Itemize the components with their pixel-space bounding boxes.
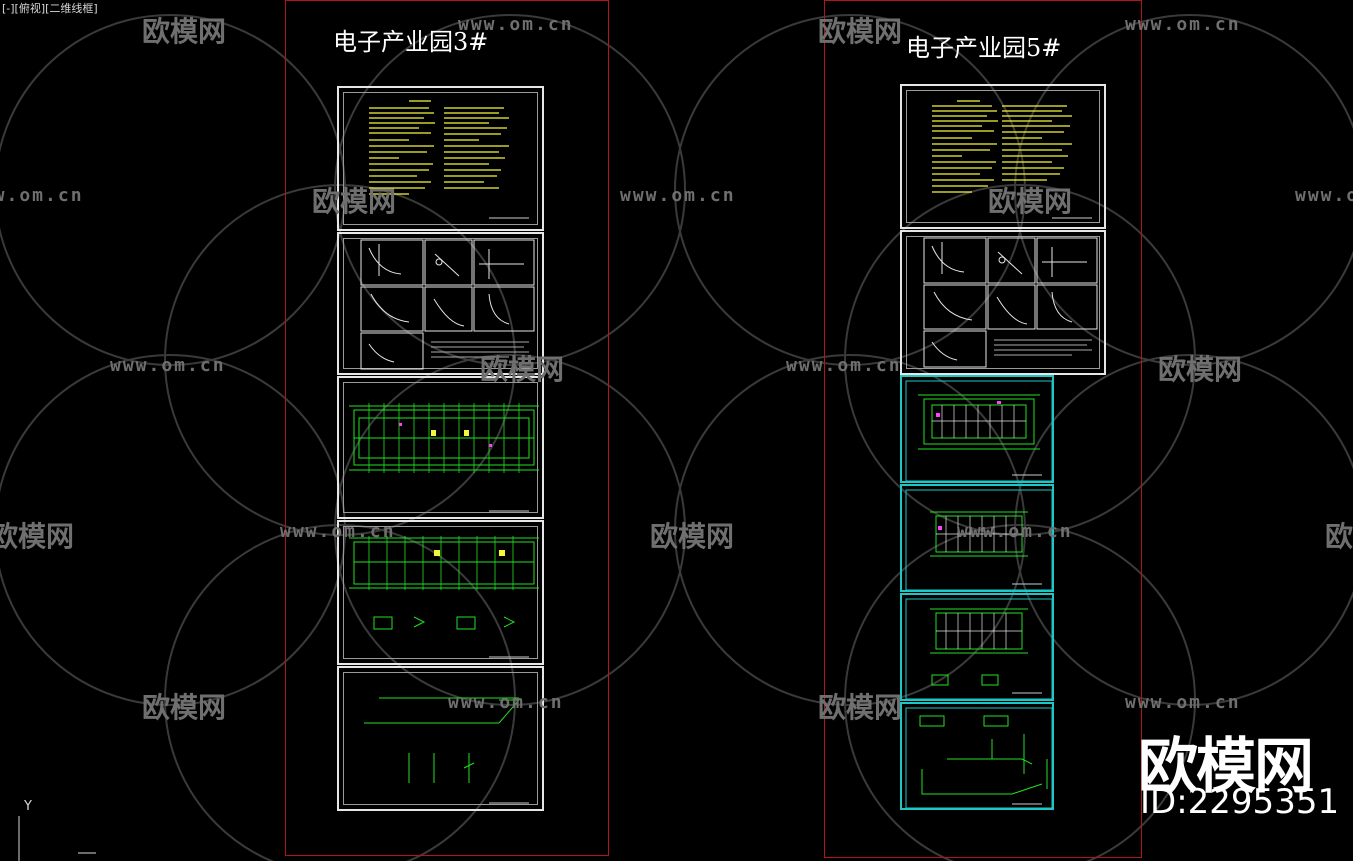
sheet-details-3[interactable] xyxy=(337,232,544,375)
frame-building-3 xyxy=(285,0,609,856)
sheet-floor-plan-3a[interactable] xyxy=(337,376,544,519)
watermark-url-1: www.om.cn xyxy=(458,14,574,35)
watermark-brand-1: 欧模网 xyxy=(142,15,227,48)
watermark-url-4: www.om.cn xyxy=(620,185,736,206)
sheet-floor-plan-3b[interactable] xyxy=(337,520,544,665)
watermark-url-5: www.om.cn xyxy=(1295,185,1353,206)
watermark-brand-6: 欧模网 xyxy=(1158,353,1243,386)
watermark-url-7: www.om.cn xyxy=(786,355,902,376)
watermark-url-3: www.om.cn xyxy=(0,185,84,206)
watermark-brand-2: 欧模网 xyxy=(818,15,903,48)
watermark-url-6: www.om.cn xyxy=(110,355,226,376)
sheet-design-notes-3[interactable] xyxy=(337,86,544,231)
watermark-url-2: www.om.cn xyxy=(1125,14,1241,35)
ucs-y-label: Y xyxy=(24,799,32,814)
sheet-system-diagram-5[interactable] xyxy=(900,702,1054,810)
sheet-details-5[interactable] xyxy=(900,230,1106,375)
watermark-brand-11: 欧模网 xyxy=(818,691,903,724)
watermark-url-11: www.om.cn xyxy=(1125,692,1241,713)
frame-building-5 xyxy=(824,0,1142,858)
ucs-axis-icon xyxy=(18,816,96,861)
watermark-brand-large: 欧模网 xyxy=(1138,732,1314,802)
watermark-brand-7: 欧模网 xyxy=(0,520,75,553)
watermark-brand-8: 欧模网 xyxy=(650,520,735,553)
sheet-floor-plan-5a[interactable] xyxy=(900,375,1054,483)
frame-title-3: 电子产业园3# xyxy=(333,28,489,56)
watermark-brand-4: 欧模网 xyxy=(988,185,1073,218)
viewport-controls-label[interactable]: [-][俯视][二维线框] xyxy=(2,2,98,15)
sheet-floor-plan-5b[interactable] xyxy=(900,484,1054,592)
sheet-system-diagram-3[interactable] xyxy=(337,666,544,811)
sheet-floor-plan-5c[interactable] xyxy=(900,593,1054,701)
frame-title-5: 电子产业园5# xyxy=(906,34,1062,62)
watermark-brand-10: 欧模网 xyxy=(142,691,227,724)
sheet-design-notes-5[interactable] xyxy=(900,84,1106,229)
watermark-url-10: www.om.cn xyxy=(448,692,564,713)
watermark-brand-9: 欧模网 xyxy=(1325,520,1353,553)
watermark-url-8: www.om.cn xyxy=(280,521,396,542)
watermark-brand-5: 欧模网 xyxy=(480,353,565,386)
watermark-url-9: www.om.cn xyxy=(957,521,1073,542)
watermark-id: ID:2295351 xyxy=(1140,782,1340,822)
watermark-brand-3: 欧模网 xyxy=(312,185,397,218)
